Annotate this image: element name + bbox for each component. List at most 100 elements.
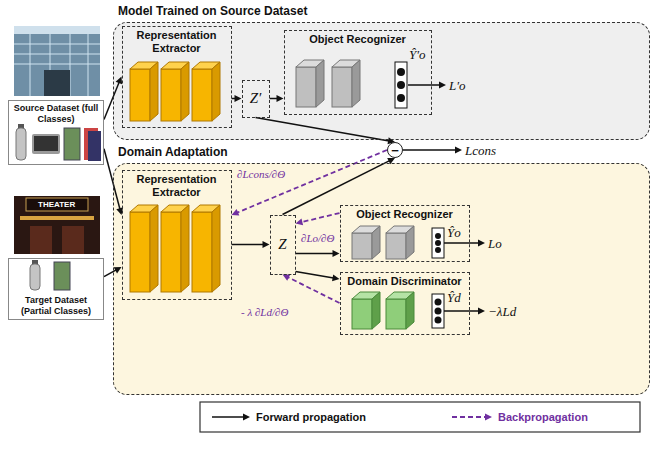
conv-layers — [161, 212, 181, 292]
dense-layers — [435, 317, 442, 324]
node-title: Object Recognizer — [285, 31, 431, 48]
dense-layers — [432, 294, 444, 328]
node-title: Representation Extractor — [123, 27, 231, 57]
box-fill — [113, 163, 650, 395]
forward-arrow — [270, 98, 278, 100]
dense-layers — [435, 308, 442, 315]
forward-arrow — [332, 250, 339, 257]
dense-layers — [386, 226, 414, 259]
conv-layers — [150, 205, 158, 292]
node-title: Z′ — [250, 90, 262, 107]
forward-arrow — [296, 253, 334, 255]
node-title: Target Dataset (Partial Classes) — [9, 293, 103, 319]
dense-layers — [332, 67, 352, 107]
forward-arrow — [104, 149, 120, 209]
target-products — [30, 264, 40, 290]
dense-layers — [352, 233, 372, 259]
dense-layers — [435, 299, 442, 306]
conv-layers — [212, 205, 220, 292]
legend-box — [243, 414, 250, 421]
forward-arrow — [296, 272, 340, 282]
target-products — [30, 260, 70, 290]
node-title: Z — [278, 236, 286, 253]
group-panel: Model Trained on Source DatasetRepresent… — [113, 22, 650, 140]
gradient-label: ∂Lcons/∂Θ — [236, 167, 286, 181]
dense-layers — [332, 60, 360, 107]
backprop-arrow — [301, 213, 339, 222]
legend-text: Forward propagation — [256, 410, 366, 424]
legend-box — [200, 402, 640, 432]
building-photo — [14, 26, 100, 96]
conv-layers — [192, 69, 212, 121]
feature-box: Z′ — [242, 80, 270, 118]
forward-arrow — [104, 270, 116, 277]
node-title: − — [391, 144, 399, 157]
building-photo — [14, 44, 100, 45]
conv-layers — [212, 62, 220, 121]
dense-layers — [316, 60, 324, 107]
loss-symbol: Lcons — [465, 143, 496, 158]
dataset-box: Target Dataset (Partial Classes) — [8, 258, 104, 320]
output-symbol: Ŷd — [447, 290, 461, 305]
forward-arrow — [256, 118, 390, 141]
output-symbol: Ŷ′o — [409, 47, 426, 62]
conv-layers — [130, 212, 150, 292]
forward-arrow — [296, 272, 334, 279]
loss-symbol: Lo — [488, 236, 502, 251]
output-symbol: Ŷo — [447, 225, 461, 240]
conv-layers — [181, 62, 189, 121]
dense-layers — [386, 233, 406, 259]
backprop-arrow — [296, 213, 340, 225]
forward-arrow — [296, 250, 340, 257]
subtract-operator: − — [387, 142, 403, 158]
dense-layers — [432, 228, 444, 258]
loss-symbol: L′o — [449, 78, 466, 93]
forward-arrow — [262, 241, 269, 248]
gradient-label: - λ ∂Ld/∂Θ — [240, 305, 289, 319]
dense-layers — [386, 292, 414, 329]
source-products — [88, 131, 101, 161]
feature-box: Z — [270, 215, 296, 275]
loss-symbol: −λLd — [488, 304, 516, 319]
conv-layers — [161, 205, 189, 292]
source-products — [64, 128, 80, 160]
dense-layers — [435, 233, 441, 239]
dense-layers — [406, 292, 414, 329]
building-photo — [14, 34, 100, 96]
box-fill — [113, 22, 650, 140]
source-products — [16, 128, 26, 160]
legend-box — [485, 414, 492, 421]
conv-layers — [130, 62, 158, 121]
gradient-label: ∂Lo/∂Θ — [300, 231, 336, 245]
conv-layers — [161, 62, 189, 121]
dense-layers — [435, 247, 441, 253]
loss-arrows — [478, 308, 485, 315]
dataset-box: Source Dataset (full Classes) — [8, 100, 104, 165]
node-title: Domain Discriminator — [341, 273, 469, 290]
legend-box — [452, 416, 486, 418]
sign-text: THEATER — [38, 199, 75, 210]
loss-arrows — [439, 82, 446, 89]
backprop-arrow — [288, 277, 340, 303]
backprop-arrow — [283, 275, 340, 304]
forward-arrow — [276, 95, 283, 102]
backprop-arrow — [296, 218, 304, 225]
forward-arrow — [232, 98, 236, 100]
backprop-arrow — [232, 150, 388, 216]
building-photo — [44, 70, 70, 96]
loss-arrows — [444, 310, 479, 312]
loss-arrows — [455, 147, 462, 154]
conv-layers — [192, 205, 220, 292]
dense-layers — [397, 81, 405, 89]
node-title: Source Dataset (full Classes) — [9, 101, 103, 127]
dense-layers — [372, 292, 380, 329]
forward-arrow — [104, 82, 119, 119]
target-products — [54, 262, 70, 290]
theater-photo — [62, 226, 84, 254]
node-title: Representation Extractor — [123, 171, 231, 201]
theater-photo — [30, 226, 52, 254]
node-title: Domain Adaptation — [118, 145, 228, 160]
legend-box — [212, 416, 244, 418]
